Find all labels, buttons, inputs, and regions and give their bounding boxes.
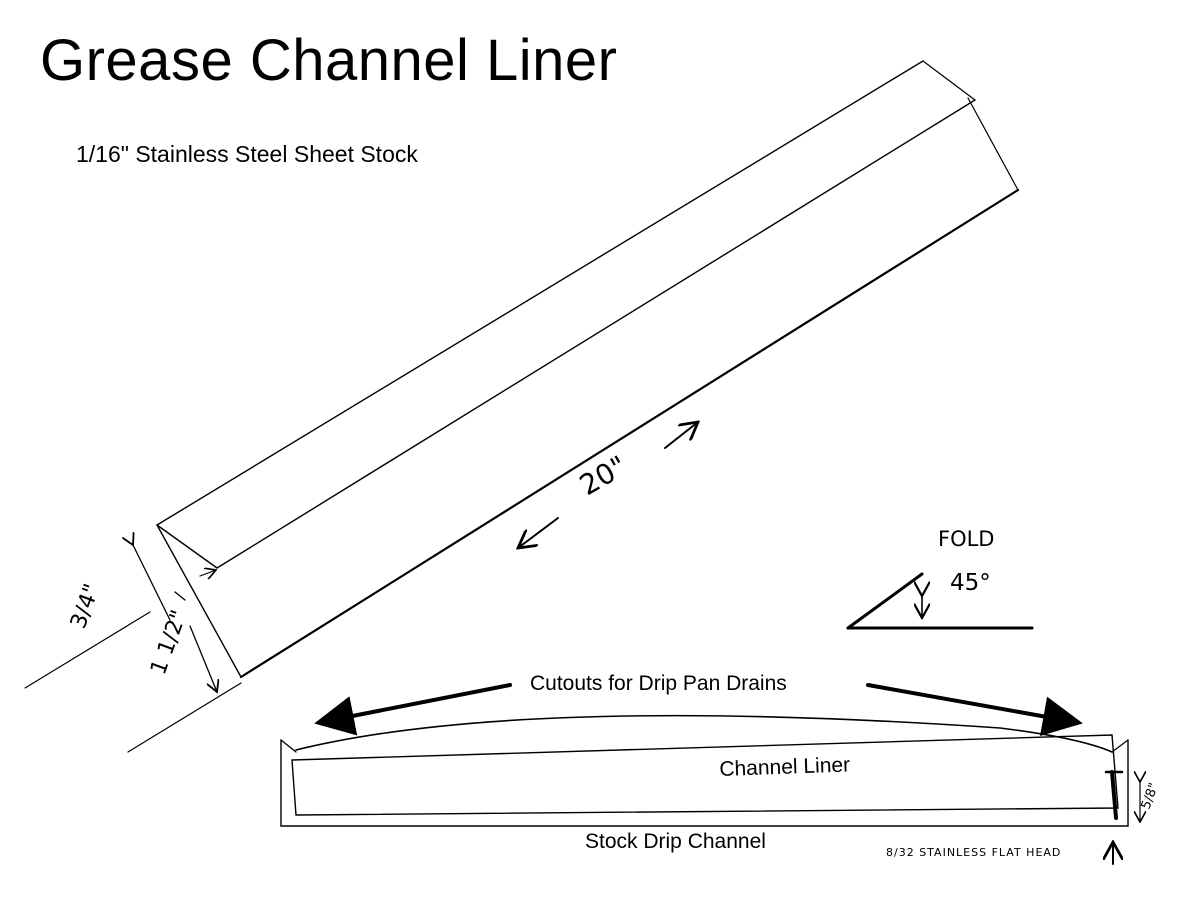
fold-pointer-arrow — [199, 570, 216, 576]
fold-label: FOLD — [938, 527, 994, 551]
extension-line-upper — [24, 611, 151, 689]
liner-strip-sketch — [24, 60, 1020, 753]
fold-detail — [846, 572, 1034, 630]
page-title: Grease Channel Liner — [40, 28, 618, 93]
strip-end-left-face — [156, 524, 242, 678]
extension-line-lower — [127, 682, 242, 753]
length-arrow-left — [518, 517, 559, 548]
strip-end-right-face — [967, 97, 1019, 191]
section-view — [280, 683, 1140, 865]
strip-bottom-edge — [239, 188, 1020, 679]
edge-height-label: 5/8" — [1139, 781, 1162, 811]
channel-liner-body — [291, 734, 1119, 816]
channel-liner-label: Channel Liner — [718, 753, 851, 781]
cutout-arrow-left — [314, 683, 512, 736]
stock-drip-channel-label: Stock Drip Channel — [585, 830, 766, 853]
strip-fold-line — [216, 99, 976, 569]
dimension-line-one-half — [189, 625, 217, 692]
material-subtitle: 1/16" Stainless Steel Sheet Stock — [76, 141, 418, 167]
strip-top-edge — [156, 60, 924, 526]
length-dimension-label: 20" — [574, 449, 633, 502]
strip-end-right-top — [922, 60, 976, 101]
channel-lip-left — [280, 739, 297, 753]
strip-end-left-top — [156, 524, 218, 569]
drain-cutout-curve — [295, 714, 1113, 753]
cutout-arrow-right — [866, 683, 1083, 737]
cutouts-label: Cutouts for Drip Pan Drains — [530, 672, 787, 695]
channel-lip-right — [1111, 739, 1129, 753]
length-arrow-right — [664, 422, 698, 449]
dimension-line-three-quarter — [133, 545, 171, 621]
screw-spec-label: 8/32 STAINLESS FLAT HEAD — [886, 846, 1062, 859]
stock-drip-channel-profile — [280, 739, 1129, 827]
width-three-quarter-label: 3/4" — [66, 581, 105, 632]
width-one-half-label: 1 1/2" — [146, 607, 192, 678]
fold-angle-line — [846, 572, 924, 630]
fold-angle-label: 45° — [950, 570, 991, 596]
flat-head-screw — [1110, 770, 1118, 820]
dimension-tick — [174, 591, 186, 601]
